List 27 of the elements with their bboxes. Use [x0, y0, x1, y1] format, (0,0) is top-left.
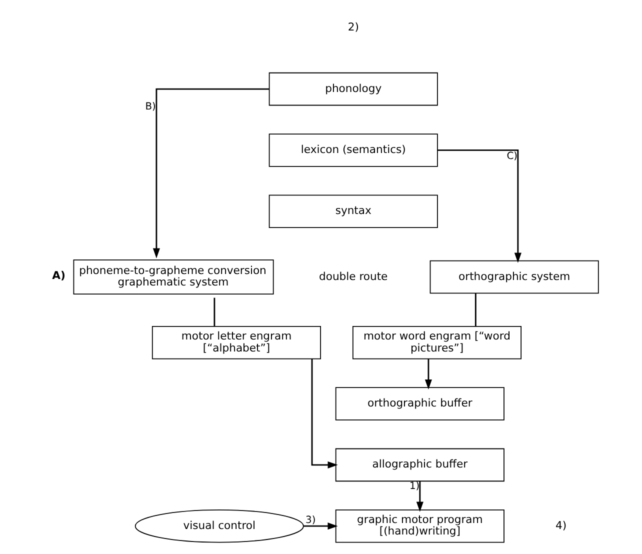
label: 4): [556, 518, 567, 532]
node-box: phoneme-to-grapheme conversion graphematic system: [73, 259, 274, 295]
edge-label: C): [506, 150, 518, 162]
label: 2): [348, 20, 359, 34]
node-box: motor letter engram [“alphabet”]: [152, 326, 321, 360]
node-ellipse: visual control: [134, 509, 304, 543]
arrow: [152, 88, 270, 258]
connector: [214, 298, 216, 326]
label: double route: [319, 270, 388, 283]
node-box: lexicon (semantics): [268, 134, 438, 167]
edge-label: 3): [306, 515, 316, 526]
arrow: [424, 359, 432, 390]
arrow: [311, 358, 338, 468]
arrow: [416, 481, 424, 512]
node-box: allographic buffer: [335, 448, 504, 482]
node-box: orthographic system: [430, 260, 599, 294]
node-box: phonology: [268, 72, 438, 106]
edge-label: 1): [409, 481, 420, 492]
node-box: orthographic buffer: [335, 387, 504, 420]
node-label: A): [52, 268, 66, 282]
arrow: [438, 150, 522, 263]
arrow: [304, 522, 338, 530]
node-box: graphic motor program [(hand)writing]: [335, 509, 504, 543]
connector: [474, 293, 476, 326]
node-box: syntax: [268, 194, 438, 228]
edge-label: B): [145, 102, 156, 113]
node-box: motor word engram [“word pictures”]: [352, 326, 522, 360]
